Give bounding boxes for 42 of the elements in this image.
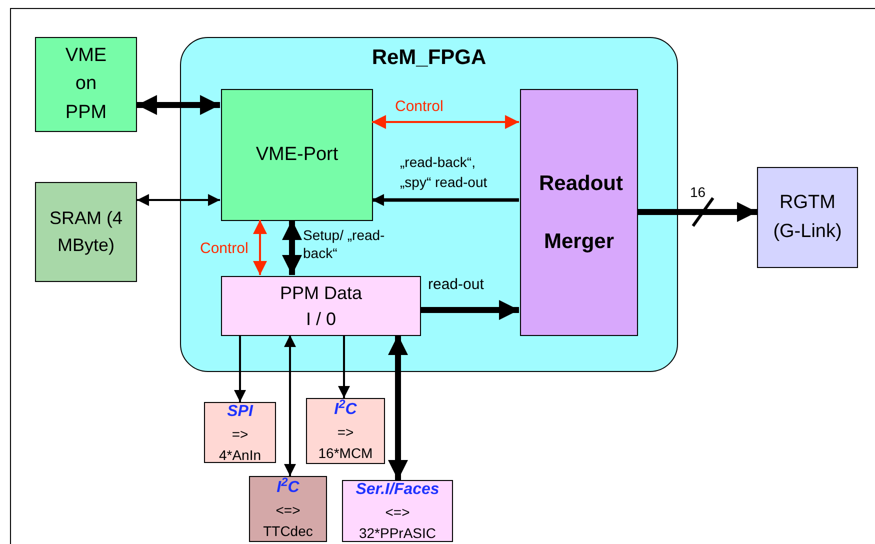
port-block [221,89,373,221]
arrow [637,202,757,222]
block-label: RGTM (G-Link) [772,191,843,244]
block-title: ReM_FPGA [372,45,486,71]
protocol-label: I$^{2}$C [334,398,357,420]
edge-label: 16 [690,183,707,202]
memory-box [35,182,137,282]
protocol-label: I$^{2}$C [276,476,300,498]
transmitter-box [757,167,858,268]
arrow [137,194,220,206]
block-label: SRAM (4 MByte) [48,207,124,257]
arrow [372,194,519,206]
direction-symbol: => [232,424,248,444]
interface-box [249,476,327,542]
arrow [137,95,220,115]
protocol-label: SPI [227,402,253,422]
block-label: VME on PPM [64,44,108,125]
protocol-label: Ser.I/Faces [356,480,440,500]
interface-box [204,402,276,463]
target-label: 16*MCM [318,444,373,463]
module-box [35,37,137,132]
direction-symbol: <=> [276,501,300,520]
direction-symbol: <=> [385,503,410,522]
target-label: TTCdec [263,522,313,541]
block-label: VME-Port [256,142,338,167]
arrow [420,300,519,320]
arrow [253,220,267,275]
direction-symbol: => [337,423,354,442]
target-label: 32*PPrASIC [358,524,436,543]
merger-block [520,89,638,336]
interface-box [306,398,385,464]
arrow [338,335,350,398]
target-label: 4*AnIn [218,446,262,464]
fpga-block [180,37,678,372]
interface-box [342,480,453,542]
arrow [282,220,302,275]
arrow [234,335,246,402]
arrow [388,335,408,480]
block-label: PPM Data I / 0 [278,282,364,331]
arrow [372,115,519,129]
arrow [284,335,296,476]
data-block [221,276,421,336]
